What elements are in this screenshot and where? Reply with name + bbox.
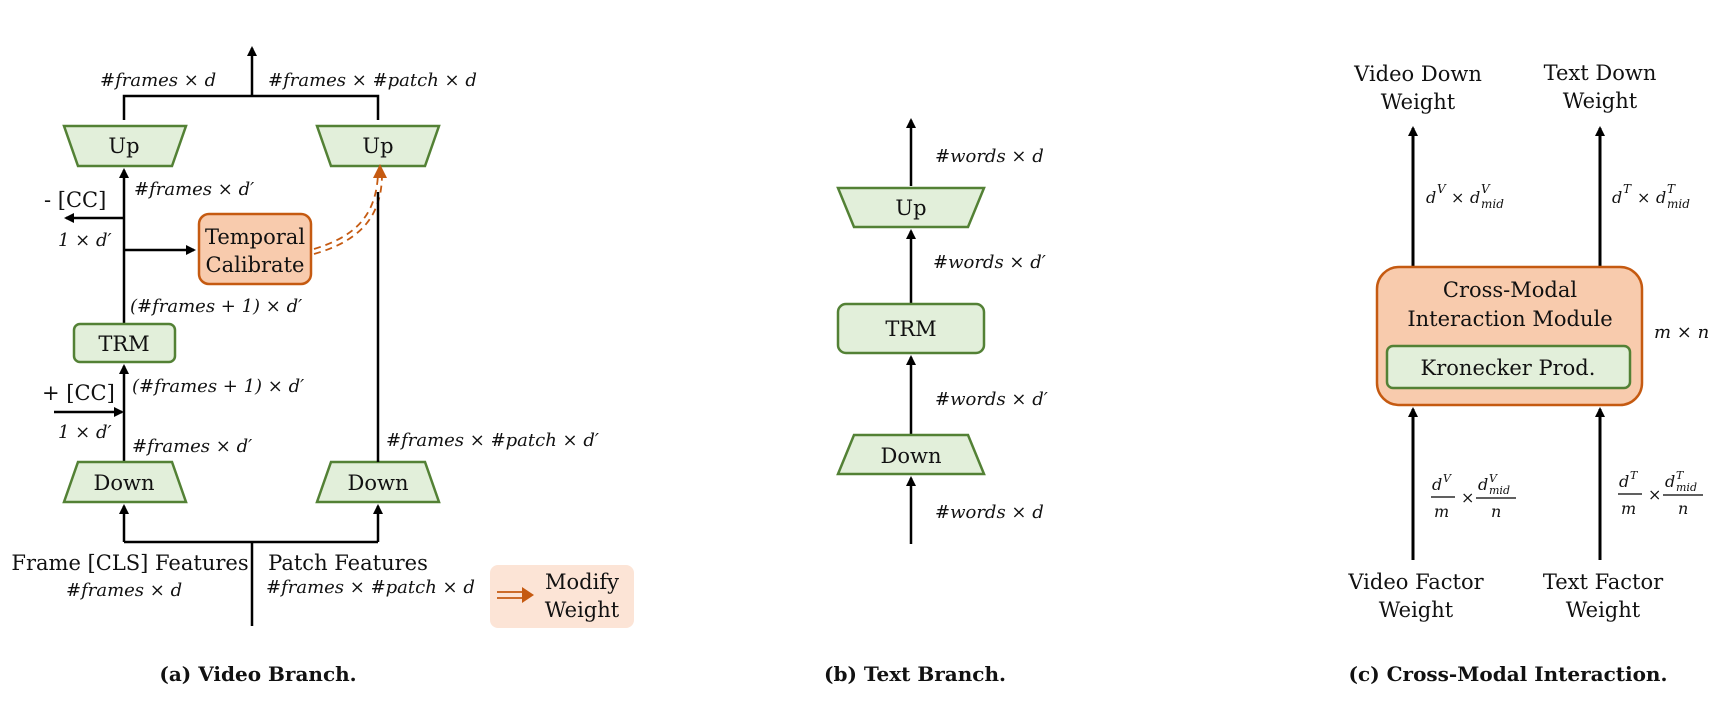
video-up-right-box xyxy=(315,124,441,168)
video-down-weight-label-2: Weight xyxy=(1381,90,1456,114)
text-down-label: Down xyxy=(881,444,942,468)
video-factor-weight-label-2: Weight xyxy=(1379,598,1454,622)
vf-sup: V xyxy=(1443,472,1452,485)
cross-modal-interaction: Video Down Weight Text Down Weight d V ×… xyxy=(1347,61,1709,686)
legend-arrow-head xyxy=(522,587,534,603)
tf-mid: mid xyxy=(1676,481,1697,494)
tf-sup: T xyxy=(1630,469,1639,482)
frame-cls-features-label: Frame [CLS] Features xyxy=(11,551,248,575)
text-out-sup2: T xyxy=(1667,182,1676,196)
vf-d: d xyxy=(1432,475,1442,494)
vf-times: × xyxy=(1461,488,1474,507)
text-out-d2: d xyxy=(1656,188,1666,207)
mxn-label: m × n xyxy=(1654,322,1709,343)
video-out-sup2: V xyxy=(1481,182,1491,196)
tf-n: n xyxy=(1678,499,1688,518)
text-dim-trm-in: #words × d′ xyxy=(935,389,1048,410)
video-out-mid: mid xyxy=(1481,197,1504,211)
temporal-calibrate-box xyxy=(197,212,313,286)
vf-m: m xyxy=(1434,502,1449,521)
plus-cc-label: + [CC] xyxy=(42,381,115,405)
video-factor-dim: d V m × d V mid n xyxy=(1431,472,1516,521)
dim-down-right-out: #frames × #patch × d′ xyxy=(386,430,599,451)
tf-times: × xyxy=(1648,485,1661,504)
modify-weight-arrowhead xyxy=(373,164,387,178)
text-out-d: d xyxy=(1612,188,1622,207)
tf-d2: d xyxy=(1665,472,1675,491)
text-up-label: Up xyxy=(895,196,926,220)
dim-trm-in: (#frames + 1) × d′ xyxy=(132,376,304,397)
dim-cc-minus: 1 × d′ xyxy=(58,230,112,251)
text-trm-box xyxy=(836,302,986,355)
text-factor-dim: d T m × d T mid n xyxy=(1618,469,1703,518)
text-out-mid: mid xyxy=(1667,197,1690,211)
video-trm-label: TRM xyxy=(98,332,149,356)
text-up-box xyxy=(836,186,986,229)
cross-modal-caption: (c) Cross-Modal Interaction. xyxy=(1349,662,1668,686)
dim-top-left: #frames × d xyxy=(100,70,216,91)
video-out-sup: V xyxy=(1437,182,1447,196)
text-out-times: × xyxy=(1637,188,1650,207)
text-dim-up-in: #words × d′ xyxy=(933,252,1046,273)
vf-n: n xyxy=(1491,502,1501,521)
video-branch-caption: (a) Video Branch. xyxy=(159,662,356,686)
dim-down-left-out: #frames × d′ xyxy=(132,436,252,457)
text-factor-weight-label-2: Weight xyxy=(1566,598,1641,622)
tf-sup2: T xyxy=(1676,469,1685,482)
legend-modify-label: Modify xyxy=(545,570,619,594)
modify-weight-arrow-2 xyxy=(313,173,383,255)
video-up-left-label: Up xyxy=(108,134,139,158)
kronecker-box xyxy=(1385,344,1632,390)
text-out-sup: T xyxy=(1623,182,1632,196)
text-down-box xyxy=(836,433,986,476)
video-up-right-label: Up xyxy=(362,134,393,158)
video-down-left-box xyxy=(62,460,188,504)
vf-sup2: V xyxy=(1489,472,1498,485)
video-out-d2: d xyxy=(1470,188,1480,207)
temporal-calibrate-label-1: Temporal xyxy=(205,225,305,249)
video-up-left-box xyxy=(62,124,188,168)
legend-weight-label: Weight xyxy=(545,598,620,622)
text-branch: Up TRM Down #words × d #words × d′ #word… xyxy=(824,118,1048,686)
kronecker-label: Kronecker Prod. xyxy=(1421,356,1596,380)
dim-top-right: #frames × #patch × d xyxy=(268,70,477,91)
patch-features-label: Patch Features xyxy=(268,551,428,575)
text-dim-out: #words × d xyxy=(935,146,1044,167)
vf-d2: d xyxy=(1478,475,1488,494)
video-down-right-label: Down xyxy=(348,471,409,495)
dim-cc-plus: 1 × d′ xyxy=(58,422,112,443)
text-factor-weight-label-1: Text Factor xyxy=(1543,570,1664,594)
text-trm-label: TRM xyxy=(885,317,936,341)
video-trm-box xyxy=(72,322,177,364)
dim-above-trm-up: #frames × d′ xyxy=(134,179,254,200)
video-down-right-box xyxy=(315,460,441,504)
text-branch-caption: (b) Text Branch. xyxy=(824,662,1006,686)
vf-mid: mid xyxy=(1489,484,1510,497)
temporal-calibrate-label-2: Calibrate xyxy=(206,253,305,277)
video-down-left-label: Down xyxy=(94,471,155,495)
top-merge-line xyxy=(122,94,380,120)
module-label-1: Cross-Modal xyxy=(1443,278,1578,302)
video-factor-weight-label-1: Video Factor xyxy=(1347,570,1484,594)
modify-weight-arrow-1 xyxy=(313,173,379,250)
text-down-weight-label-1: Text Down xyxy=(1544,61,1657,85)
legend-box xyxy=(490,565,634,628)
dim-trm-out: (#frames + 1) × d′ xyxy=(130,296,302,317)
text-down-weight-label-2: Weight xyxy=(1563,89,1638,113)
video-branch: Up Up Temporal Calibrate TRM Down Down xyxy=(11,46,634,686)
video-down-weight-label-1: Video Down xyxy=(1353,62,1482,86)
module-label-2: Interaction Module xyxy=(1407,307,1612,331)
dim-frame-in: #frames × d xyxy=(66,580,182,601)
video-out-times: × xyxy=(1451,188,1464,207)
text-dim-in: #words × d xyxy=(935,502,1044,523)
tf-d: d xyxy=(1619,472,1629,491)
minus-cc-label: - [CC] xyxy=(44,188,106,212)
dim-patch-in: #frames × #patch × d xyxy=(266,577,475,598)
video-out-d: d xyxy=(1426,188,1436,207)
tf-m: m xyxy=(1621,499,1636,518)
